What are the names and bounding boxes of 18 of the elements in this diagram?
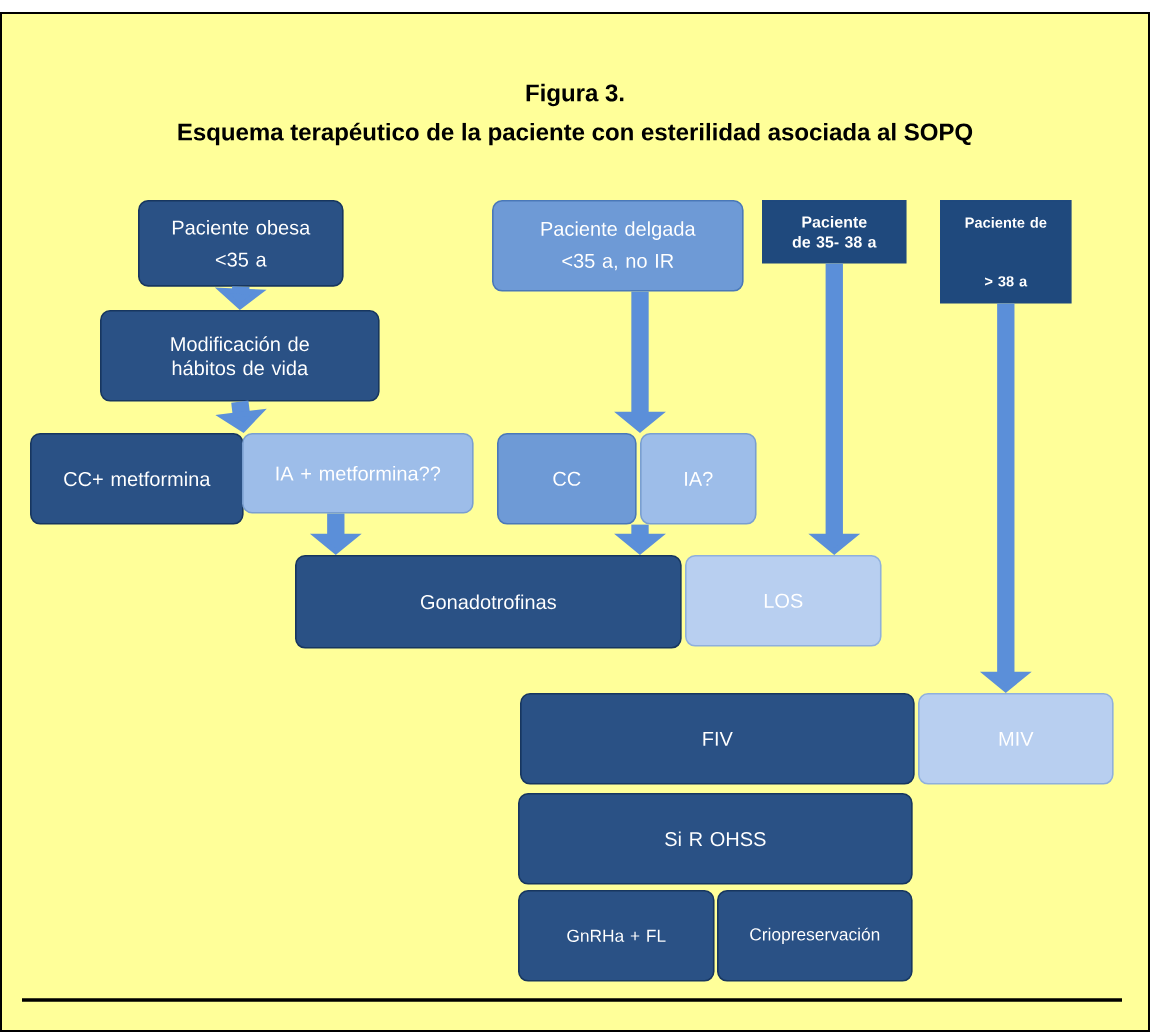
process-box: GnRHa + FL <box>518 890 715 982</box>
process-box: MIV <box>918 693 1114 785</box>
process-box: Paciente obesa <35 a <box>138 200 344 287</box>
process-box: Gonadotrofinas <box>295 555 682 649</box>
process-box: CC+ metformina <box>30 433 244 525</box>
process-box: CC <box>497 433 637 525</box>
process-box: Modificación de hábitos de vida <box>100 310 380 402</box>
process-box: Criopreservación <box>717 890 913 982</box>
heading-box: Paciente de 35- 38 a <box>762 200 907 264</box>
heading-box: Paciente de > 38 a <box>940 200 1072 304</box>
process-box: LOS <box>685 555 882 647</box>
process-box: Paciente delgada <35 a, no IR <box>492 200 744 292</box>
figure-heading: Esquema terapéutico de la paciente con esterilidad asociada al SOPQ <box>178 122 973 146</box>
process-box: IA? <box>640 433 757 525</box>
process-box: IA + metformina?? <box>242 433 474 514</box>
process-box: FIV <box>520 693 915 785</box>
process-box: Si R OHSS <box>518 793 913 885</box>
figure-title: Figura 3. <box>526 83 624 107</box>
